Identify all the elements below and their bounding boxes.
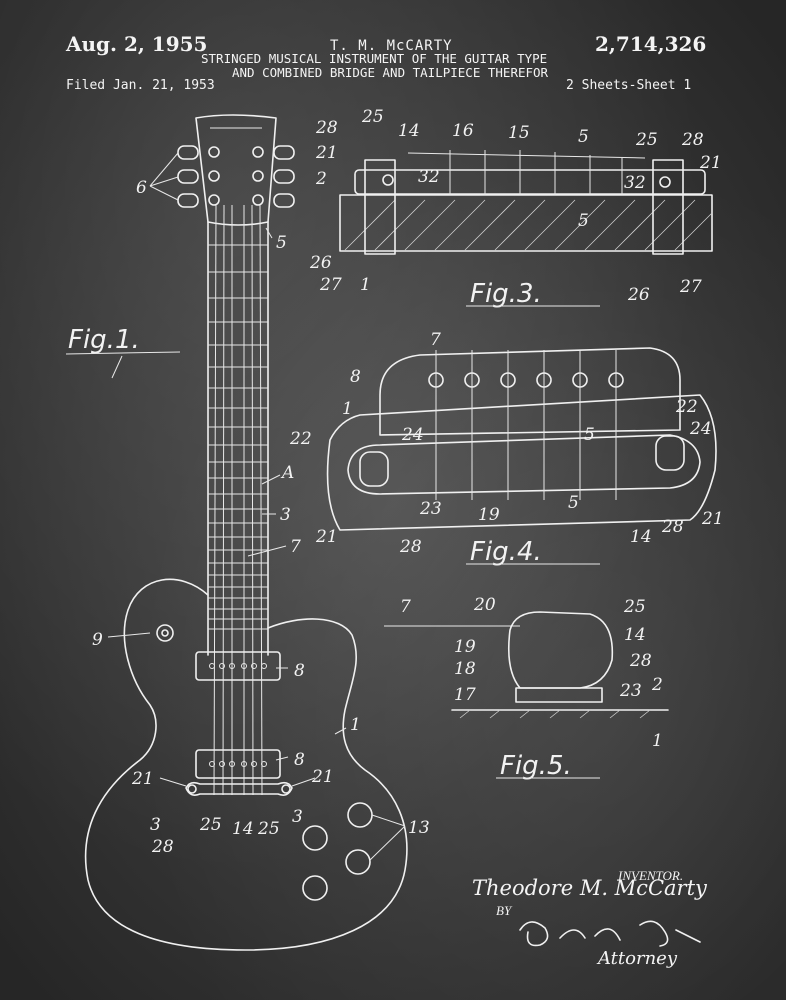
attorney-label: Attorney <box>598 948 678 969</box>
bridge-pickup <box>195 749 281 779</box>
guitar-frets <box>208 244 268 630</box>
reference-number: 25 <box>361 107 384 127</box>
reference-number: 14 <box>630 527 652 547</box>
reference-number: 22 <box>675 397 698 417</box>
inventor-signature: Theodore M. McCarty <box>472 876 707 900</box>
reference-number: 17 <box>454 685 476 705</box>
reference-number: 5 <box>578 127 589 147</box>
ref-9: 9 <box>92 630 103 650</box>
patent-number: 2,714,326 <box>595 32 707 56</box>
reference-number: 21 <box>699 153 722 173</box>
reference-number: 27 <box>679 277 702 297</box>
reference-number: 28 <box>661 517 684 537</box>
reference-number: 28 <box>315 118 338 138</box>
ref-13: 13 <box>408 818 430 838</box>
reference-number: 28 <box>681 130 704 150</box>
reference-number: 28 <box>399 537 422 557</box>
reference-number: 23 <box>419 499 442 519</box>
reference-number: 24 <box>689 419 712 439</box>
reference-number: 32 <box>418 167 440 187</box>
ref-25b: 25 <box>257 819 280 839</box>
guitar-body <box>84 578 408 951</box>
fig1-label: Fig.1. <box>68 325 140 355</box>
sheet-count: 2 Sheets-Sheet 1 <box>566 78 692 93</box>
guitar-neck <box>207 221 269 656</box>
neck-pickup <box>195 651 281 681</box>
inventor-label: INVENTOR. <box>618 868 684 883</box>
guitar-strings <box>213 204 263 796</box>
reference-number: 24 <box>401 425 424 445</box>
ref-3: 3 <box>280 505 291 525</box>
ref-28: 28 <box>151 837 174 857</box>
reference-number: 28 <box>629 651 652 671</box>
reference-number: 5 <box>578 211 589 231</box>
patent-date: Aug. 2, 1955 <box>66 32 208 56</box>
fig4-label: Fig.4. <box>470 537 542 567</box>
reference-number: 19 <box>454 637 476 657</box>
fig3-label: Fig.3. <box>470 279 542 309</box>
reference-number: 1 <box>652 731 663 751</box>
ref-8b: 8 <box>294 750 305 770</box>
by-label: BY <box>496 903 512 918</box>
attorney-signature <box>519 920 701 947</box>
reference-number: 21 <box>315 527 338 547</box>
tuner-pegs <box>177 145 295 208</box>
inventor-name-header: T. M. McCARTY <box>330 38 453 54</box>
ref-3c: 3 <box>292 807 303 827</box>
bridge-tailpiece <box>185 781 293 796</box>
ref-1: 1 <box>350 715 361 735</box>
reference-number: 14 <box>398 121 420 141</box>
ref-5: 5 <box>276 233 287 253</box>
reference-number: 7 <box>430 330 441 350</box>
reference-number: 21 <box>701 509 724 529</box>
reference-number: 23 <box>619 681 642 701</box>
reference-number: 2 <box>651 675 663 695</box>
reference-number: 19 <box>478 505 500 525</box>
ref-7: 7 <box>290 537 301 557</box>
ref-14: 14 <box>232 819 254 839</box>
reference-number: 5 <box>568 493 579 513</box>
ref-21b: 21 <box>311 767 334 787</box>
ref-8: 8 <box>294 661 305 681</box>
reference-number: 26 <box>627 285 650 305</box>
reference-number: 5 <box>584 425 595 445</box>
ref-6: 6 <box>136 178 147 198</box>
reference-number: 26 <box>309 253 332 273</box>
reference-number: 27 <box>319 275 342 295</box>
patent-title-line-2: AND COMBINED BRIDGE AND TAILPIECE THEREF… <box>232 65 549 80</box>
patent-title-line-1: STRINGED MUSICAL INSTRUMENT OF THE GUITA… <box>201 51 548 66</box>
selector-switch <box>156 624 174 642</box>
fig3-bridge-section: 28 25 14 16 15 5 25 28 21 2 32 32 21 5 2… <box>309 107 722 309</box>
ref-21: 21 <box>131 769 154 789</box>
reference-number: 21 <box>315 143 338 163</box>
reference-number: 1 <box>360 275 371 295</box>
reference-number: 22 <box>289 429 312 449</box>
reference-number: 8 <box>350 367 361 387</box>
fig4-top-view: 8 7 1 22 24 5 22 24 5 23 19 21 28 14 28 … <box>289 330 724 567</box>
reference-number: 25 <box>635 130 658 150</box>
ref-A: A <box>280 463 294 483</box>
guitar-headstock <box>195 114 277 226</box>
ref-25: 25 <box>199 815 222 835</box>
fig5-label: Fig.5. <box>500 751 572 781</box>
reference-number: 7 <box>400 597 411 617</box>
fig5-bridge-detail: 7 20 25 19 14 18 28 17 23 2 1 Fig.5. <box>384 595 669 781</box>
reference-number: 15 <box>508 123 530 143</box>
reference-number: 32 <box>624 173 646 193</box>
control-knobs <box>302 802 373 901</box>
guitar-figure: 6 5 A 3 7 8 8 1 9 13 21 21 3 3 25 14 25 … <box>65 114 430 951</box>
filed-date: Filed Jan. 21, 1953 <box>66 78 215 93</box>
reference-number: 18 <box>454 659 476 679</box>
reference-number: 16 <box>452 121 474 141</box>
reference-number: 14 <box>624 625 646 645</box>
reference-number: 1 <box>342 399 353 419</box>
reference-number: 2 <box>315 169 327 189</box>
reference-number: 25 <box>623 597 646 617</box>
reference-number: 20 <box>473 595 496 615</box>
ref-3b: 3 <box>150 815 161 835</box>
